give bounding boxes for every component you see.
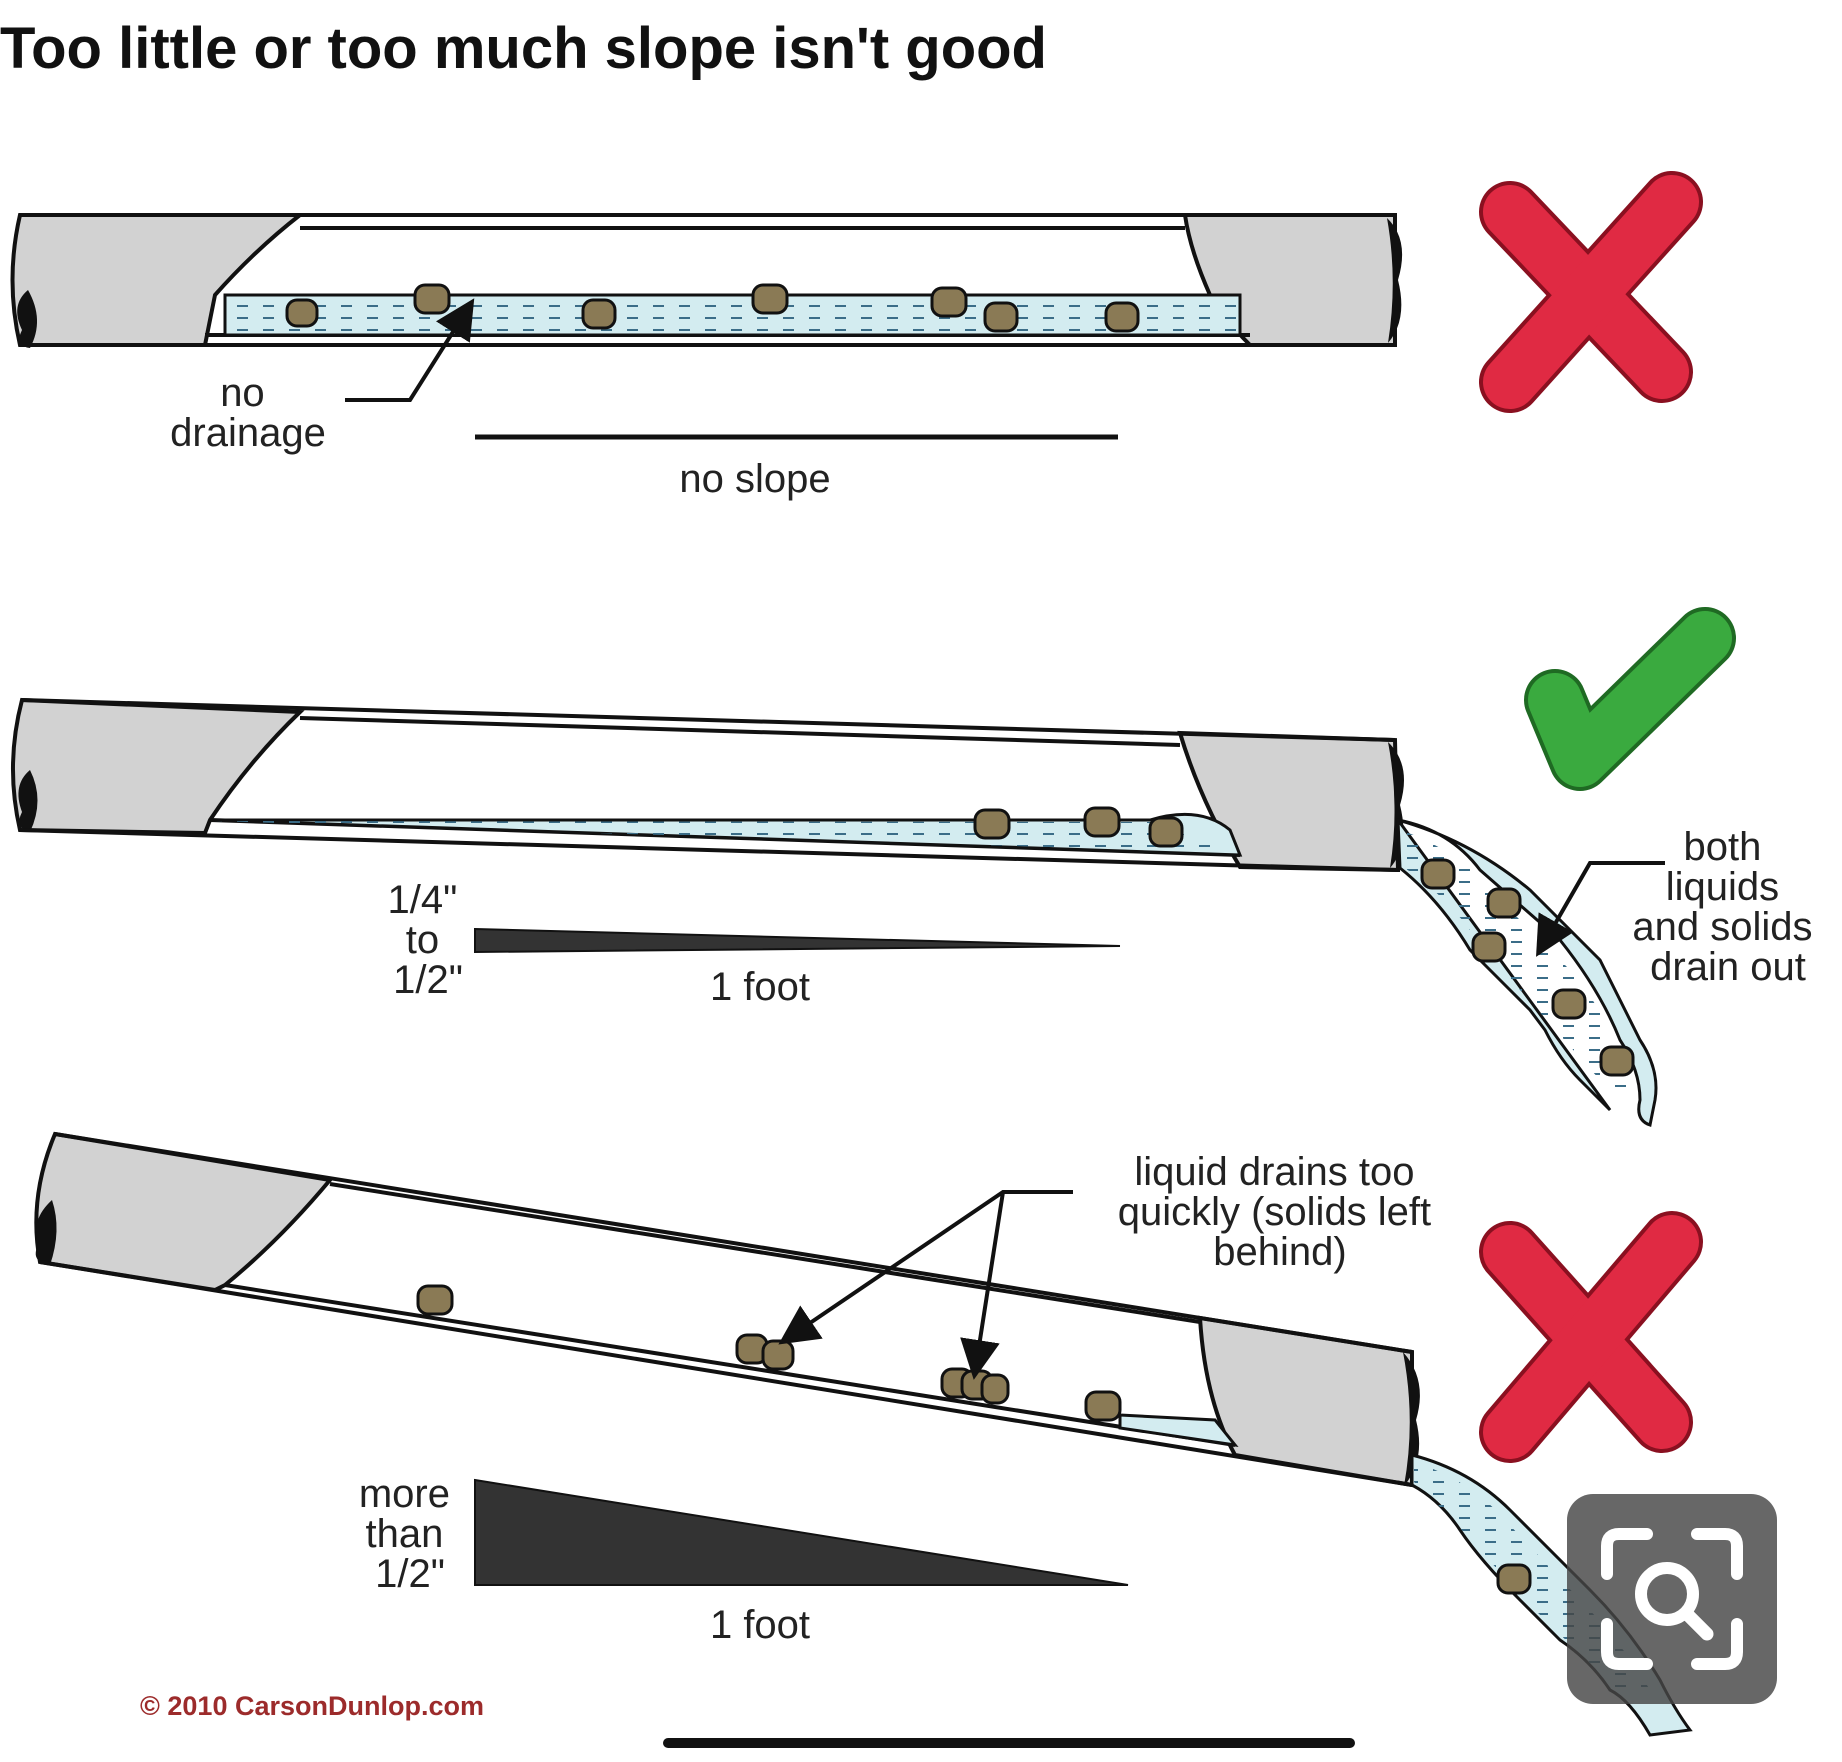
solids-left-pointer-a — [778, 1190, 1073, 1345]
solid-waste — [983, 301, 1019, 333]
steep-run-label: 1 foot — [710, 1603, 810, 1647]
solid-waste — [1486, 887, 1522, 919]
solid-waste — [761, 1339, 795, 1371]
outflow-stream — [1394, 817, 1658, 1127]
red-x-icon — [1479, 1211, 1703, 1463]
panel-too-much-slope: liquid drains too quickly (solids left b… — [34, 1131, 1703, 1737]
pipe-gentle-slope — [11, 697, 1658, 1127]
red-x-icon — [1479, 171, 1703, 413]
steep-slope-wedge — [474, 1478, 1129, 1586]
solid-waste — [1551, 988, 1587, 1020]
steep-rise-label: more than 1/2" — [359, 1472, 461, 1596]
gentle-rise-label: 1/4" to 1/2" — [388, 878, 469, 1002]
solid-waste — [751, 283, 789, 315]
solid-waste-group — [285, 283, 1140, 333]
remaining-water — [1118, 1413, 1239, 1448]
drains-too-quickly-label: liquid drains too quickly (solids left b… — [1118, 1150, 1443, 1274]
pipe-right-cap — [1387, 218, 1403, 343]
no-drainage-label: no drainage — [170, 371, 326, 455]
magnifier-scan-icon — [1601, 1528, 1743, 1670]
no-slope-label: no slope — [679, 457, 830, 501]
solid-waste — [1148, 816, 1184, 848]
visual-search-button[interactable] — [1567, 1494, 1777, 1704]
solid-waste — [973, 808, 1011, 840]
solids-left-pointer-b — [960, 1191, 1005, 1380]
solid-waste — [1471, 931, 1507, 963]
solid-waste — [1420, 858, 1456, 890]
solid-waste — [285, 298, 319, 328]
drain-out-pointer — [1536, 861, 1665, 957]
solid-waste — [1496, 1563, 1532, 1595]
solid-waste — [980, 1373, 1010, 1405]
solid-waste — [1599, 1045, 1635, 1077]
solid-waste — [581, 298, 617, 330]
gentle-run-label: 1 foot — [710, 965, 810, 1009]
home-indicator[interactable] — [663, 1738, 1355, 1748]
solid-waste — [1083, 806, 1121, 838]
pipe-left-cap — [35, 1200, 57, 1265]
solid-waste-group — [416, 1284, 1532, 1595]
pipe-flat — [10, 213, 1403, 348]
no-drainage-pointer — [345, 298, 475, 402]
pipe-right-end — [1197, 1315, 1414, 1488]
solid-waste — [1084, 1390, 1122, 1422]
panel-no-slope: no drainage no slope — [10, 171, 1703, 501]
green-check-icon — [1524, 607, 1736, 791]
diagram-title: Too little or too much slope isn't good — [0, 16, 1047, 81]
panel-correct-slope: 1/4" to 1/2" 1 foot both liquids and sol… — [11, 607, 1823, 1127]
copyright-notice: © 2010 CarsonDunlop.com — [140, 1691, 484, 1721]
pipe-left-end — [11, 697, 305, 836]
solid-waste — [413, 283, 451, 315]
drain-out-label: both liquids and solids drain out — [1632, 825, 1823, 989]
pipe-right-cap — [1403, 1352, 1420, 1486]
solid-waste-group — [973, 806, 1635, 1077]
pipe-left-cap — [18, 770, 38, 832]
gentle-slope-wedge — [474, 927, 1121, 954]
solid-waste — [930, 286, 968, 318]
solid-waste — [416, 1284, 454, 1316]
pipe-left-cap — [17, 290, 38, 348]
solid-waste — [1104, 301, 1140, 333]
